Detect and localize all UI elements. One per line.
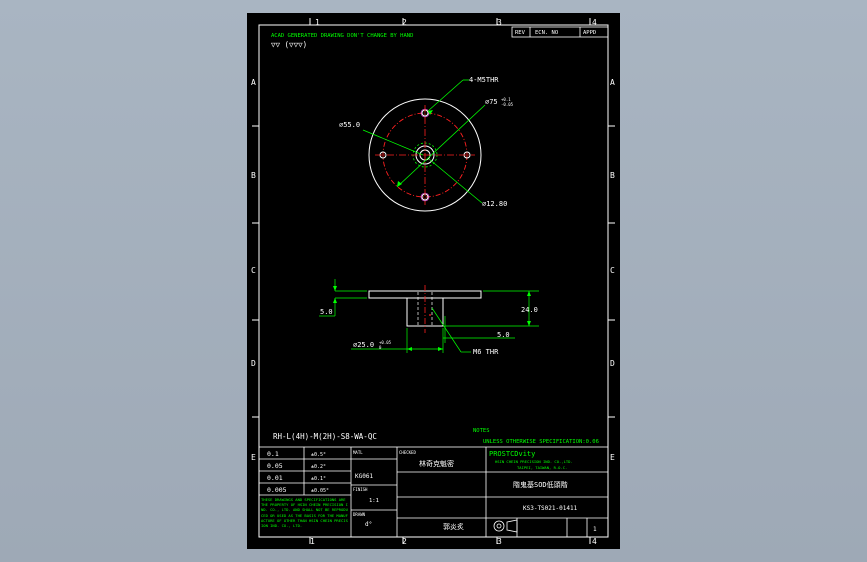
side-view <box>319 279 539 353</box>
thread-callout: M6 THR <box>473 348 499 356</box>
boss-dia-tol-lower: 0 <box>379 345 382 350</box>
row-label-d: D <box>251 359 256 368</box>
sheet-number: 1 <box>593 526 597 533</box>
cad-drawing: 1 2 3 4 1 2 3 4 A B C D E A B C D E ACAD… <box>251 18 615 546</box>
checked-label: CHECKED <box>399 450 416 455</box>
col-label-2: 2 <box>402 18 407 27</box>
revision-table: REV ECN. NO APPD <box>511 26 609 38</box>
tol-angle-1: ±0.5° <box>311 452 326 458</box>
tol-angle-3: ±0.1° <box>311 476 326 482</box>
material-value: KG061 <box>355 473 373 480</box>
drawn-label: DRAWN <box>353 512 366 517</box>
row-label-d-right: D <box>610 359 615 368</box>
notes-title: NOTES <box>473 428 490 434</box>
row-label-b: B <box>251 171 256 180</box>
ecn-header: ECN. NO <box>535 30 558 36</box>
boss-dia-dim: ⌀25.0 <box>353 341 374 349</box>
tol-value-4: 0.005 <box>267 486 287 494</box>
row-label-e-right: E <box>610 453 615 462</box>
col-label-3-bottom: 3 <box>497 537 502 546</box>
tol-value-1: 0.1 <box>267 450 279 458</box>
top-view <box>362 79 486 212</box>
date-value: d° <box>365 521 372 528</box>
title-block <box>258 446 609 538</box>
flange-thickness-dim: 5.0 <box>320 308 333 316</box>
col-label-2-bottom: 2 <box>402 537 407 546</box>
row-label-a-right: A <box>610 78 615 87</box>
projection-symbol-icon <box>493 519 518 533</box>
row-label-a: A <box>251 78 256 87</box>
bolt-circle-tol-upper: +0.1 <box>501 97 511 102</box>
notes-spec: UNLESS OTHERWISE SPECIFICATION:0.06 <box>483 439 599 445</box>
col-label-4-bottom: 4 <box>592 537 597 546</box>
company-name: PROSTCDvity <box>489 450 535 458</box>
part-number: RH-L(4H)-M(2H)-S8-WA-QC <box>273 432 377 441</box>
finish-label: FINISH <box>353 487 368 492</box>
copyright-note-box: THESE DRAWINGS AND SPECIFICATIONS ARE TH… <box>261 497 348 529</box>
checked-value: 林奇克魁密 <box>419 459 454 468</box>
col-label-4: 4 <box>592 18 597 27</box>
bore-callout: ⌀12.80 <box>482 200 507 208</box>
inner-circle-callout: ⌀55.0 <box>339 121 360 129</box>
approved-value: 郭炎炙 <box>443 522 464 531</box>
drawing-sheet: 1 2 3 4 1 2 3 4 A B C D E A B C D E ACAD… <box>247 13 620 549</box>
rev-header: REV <box>515 30 526 36</box>
header-note: ACAD GENERATED DRAWING DON'T CHANGE BY H… <box>271 33 413 39</box>
row-label-b-right: B <box>610 171 615 180</box>
bolt-circle-callout: ⌀75 <box>485 98 498 106</box>
holes-callout: 4-M5THR <box>469 76 499 84</box>
tol-value-2: 0.05 <box>267 462 283 470</box>
product-name: 階鬼基SOD低頭階 <box>513 480 568 489</box>
drawing-number: KS3-TS021-01411 <box>523 505 578 512</box>
company-full-name: HSIN CHEIN PRECISION IND. CO.,LTD. <box>495 459 573 464</box>
col-label-3: 3 <box>497 18 502 27</box>
col-label-1-bottom: 1 <box>310 537 315 546</box>
row-label-c-right: C <box>610 266 615 275</box>
overall-height-dim: 24.0 <box>521 306 538 314</box>
copyright-note: THESE DRAWINGS AND SPECIFICATIONS ARE TH… <box>261 497 348 529</box>
wall-dim: 5.0 <box>497 331 510 339</box>
row-label-c: C <box>251 266 256 275</box>
boss-dia-tol-upper: +0.05 <box>379 340 392 345</box>
surface-symbol: ▽▽ (▽▽▽) <box>271 40 307 49</box>
tol-angle-2: ±0.2° <box>311 464 326 470</box>
row-label-e: E <box>251 453 256 462</box>
scale-value: 1:1 <box>369 498 379 504</box>
tol-value-3: 0.01 <box>267 474 283 482</box>
col-label-1: 1 <box>315 18 320 27</box>
appd-header: APPD <box>583 30 596 36</box>
material-label: MATL <box>353 450 363 455</box>
tol-angle-4: ±0.05° <box>311 488 329 494</box>
bolt-circle-tol-lower: -0.05 <box>501 102 514 107</box>
company-address: TAIPEI, TAIWAN, R.O.C. <box>517 465 567 470</box>
